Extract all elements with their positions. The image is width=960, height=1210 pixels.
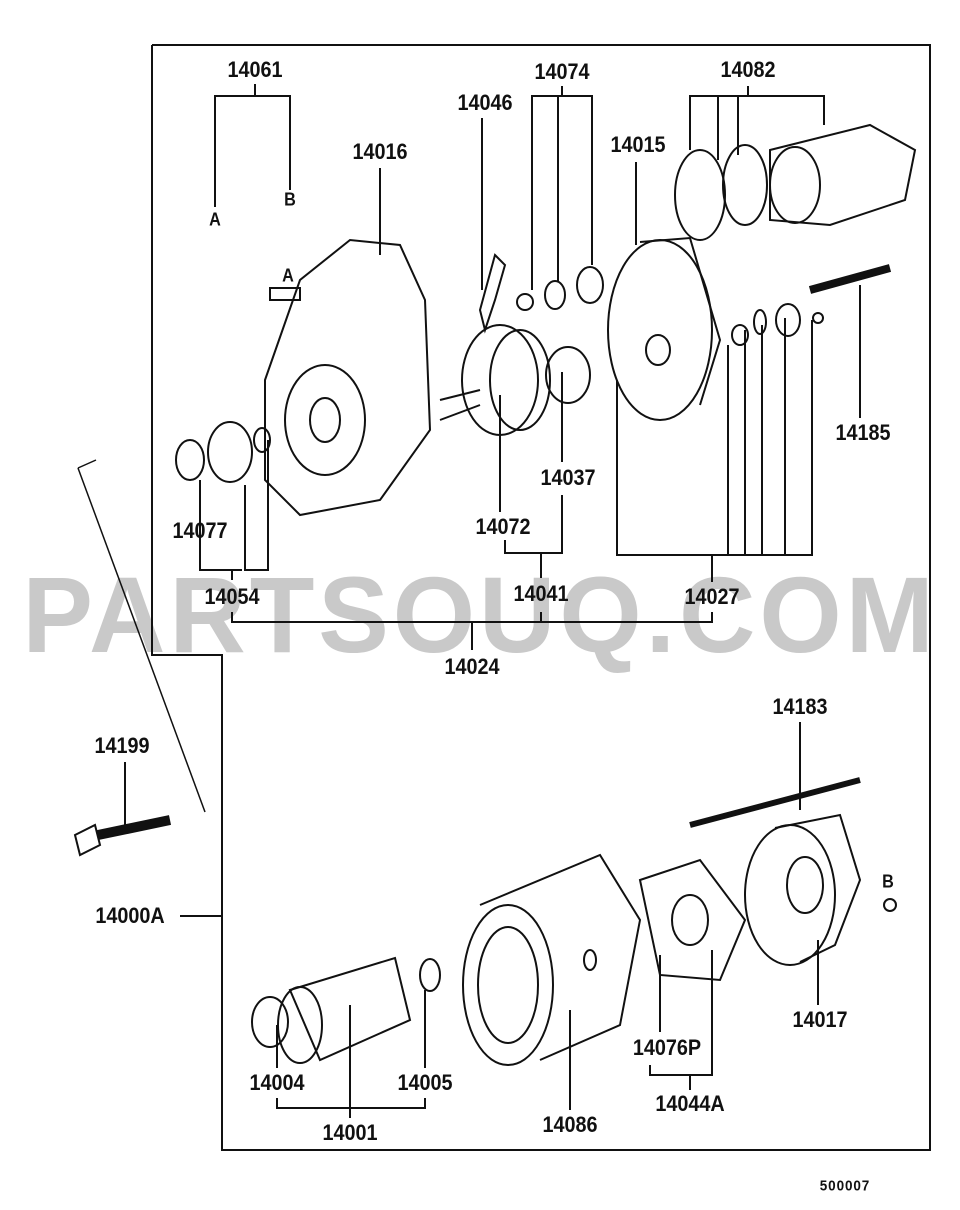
part-label[interactable]: 14199 xyxy=(94,733,150,758)
lever xyxy=(478,253,507,334)
part-label[interactable]: 14061 xyxy=(227,57,283,82)
ref-label: A xyxy=(282,265,294,286)
part-label[interactable]: 14185 xyxy=(835,420,891,445)
clutch xyxy=(439,324,551,436)
part-label[interactable]: 14072 xyxy=(475,514,531,539)
part-label[interactable]: 14005 xyxy=(397,1070,453,1095)
ref-label: B xyxy=(882,871,894,892)
brush-holder xyxy=(638,858,747,982)
assembly-frame xyxy=(151,44,931,1151)
yoke xyxy=(462,853,642,1066)
part-label[interactable]: 14076P xyxy=(632,1035,702,1060)
washers-right xyxy=(731,303,824,346)
part-label[interactable]: 14054 xyxy=(204,584,260,609)
solenoid xyxy=(674,123,917,241)
bolt-14199 xyxy=(73,815,172,857)
part-label[interactable]: 14041 xyxy=(513,581,569,606)
through-bolt-bottom xyxy=(689,777,861,828)
armature xyxy=(251,956,441,1064)
part-label[interactable]: 14017 xyxy=(792,1007,848,1032)
part-label[interactable]: 14027 xyxy=(684,584,740,609)
center-bracket xyxy=(607,236,722,421)
part-label[interactable]: 14082 xyxy=(720,57,776,82)
through-bolt-top xyxy=(808,264,892,294)
part-label[interactable]: 14024 xyxy=(444,654,500,679)
part-label[interactable]: 14000A xyxy=(95,903,165,928)
planet-gear xyxy=(545,346,591,404)
part-label[interactable]: 14183 xyxy=(772,694,828,719)
part-label[interactable]: 14046 xyxy=(457,90,513,115)
ref-label: B xyxy=(284,189,296,210)
screw-b xyxy=(883,898,897,912)
front-housing xyxy=(264,238,432,517)
part-label[interactable]: 14001 xyxy=(322,1120,378,1145)
screw-a xyxy=(269,287,301,301)
part-label[interactable]: 14004 xyxy=(249,1070,305,1095)
rear-cover xyxy=(744,813,862,966)
pinion-gear xyxy=(175,421,271,483)
diagram-code: 500007 xyxy=(819,1177,871,1195)
part-label[interactable]: 14044A xyxy=(655,1091,725,1116)
part-label[interactable]: 14074 xyxy=(534,59,590,84)
part-label[interactable]: 14077 xyxy=(172,518,228,543)
ref-label: A xyxy=(209,209,221,230)
part-label[interactable]: 14086 xyxy=(542,1112,598,1137)
springs xyxy=(516,266,604,311)
part-label[interactable]: 14016 xyxy=(352,139,408,164)
part-label[interactable]: 14015 xyxy=(610,132,666,157)
part-label[interactable]: 14037 xyxy=(540,465,596,490)
